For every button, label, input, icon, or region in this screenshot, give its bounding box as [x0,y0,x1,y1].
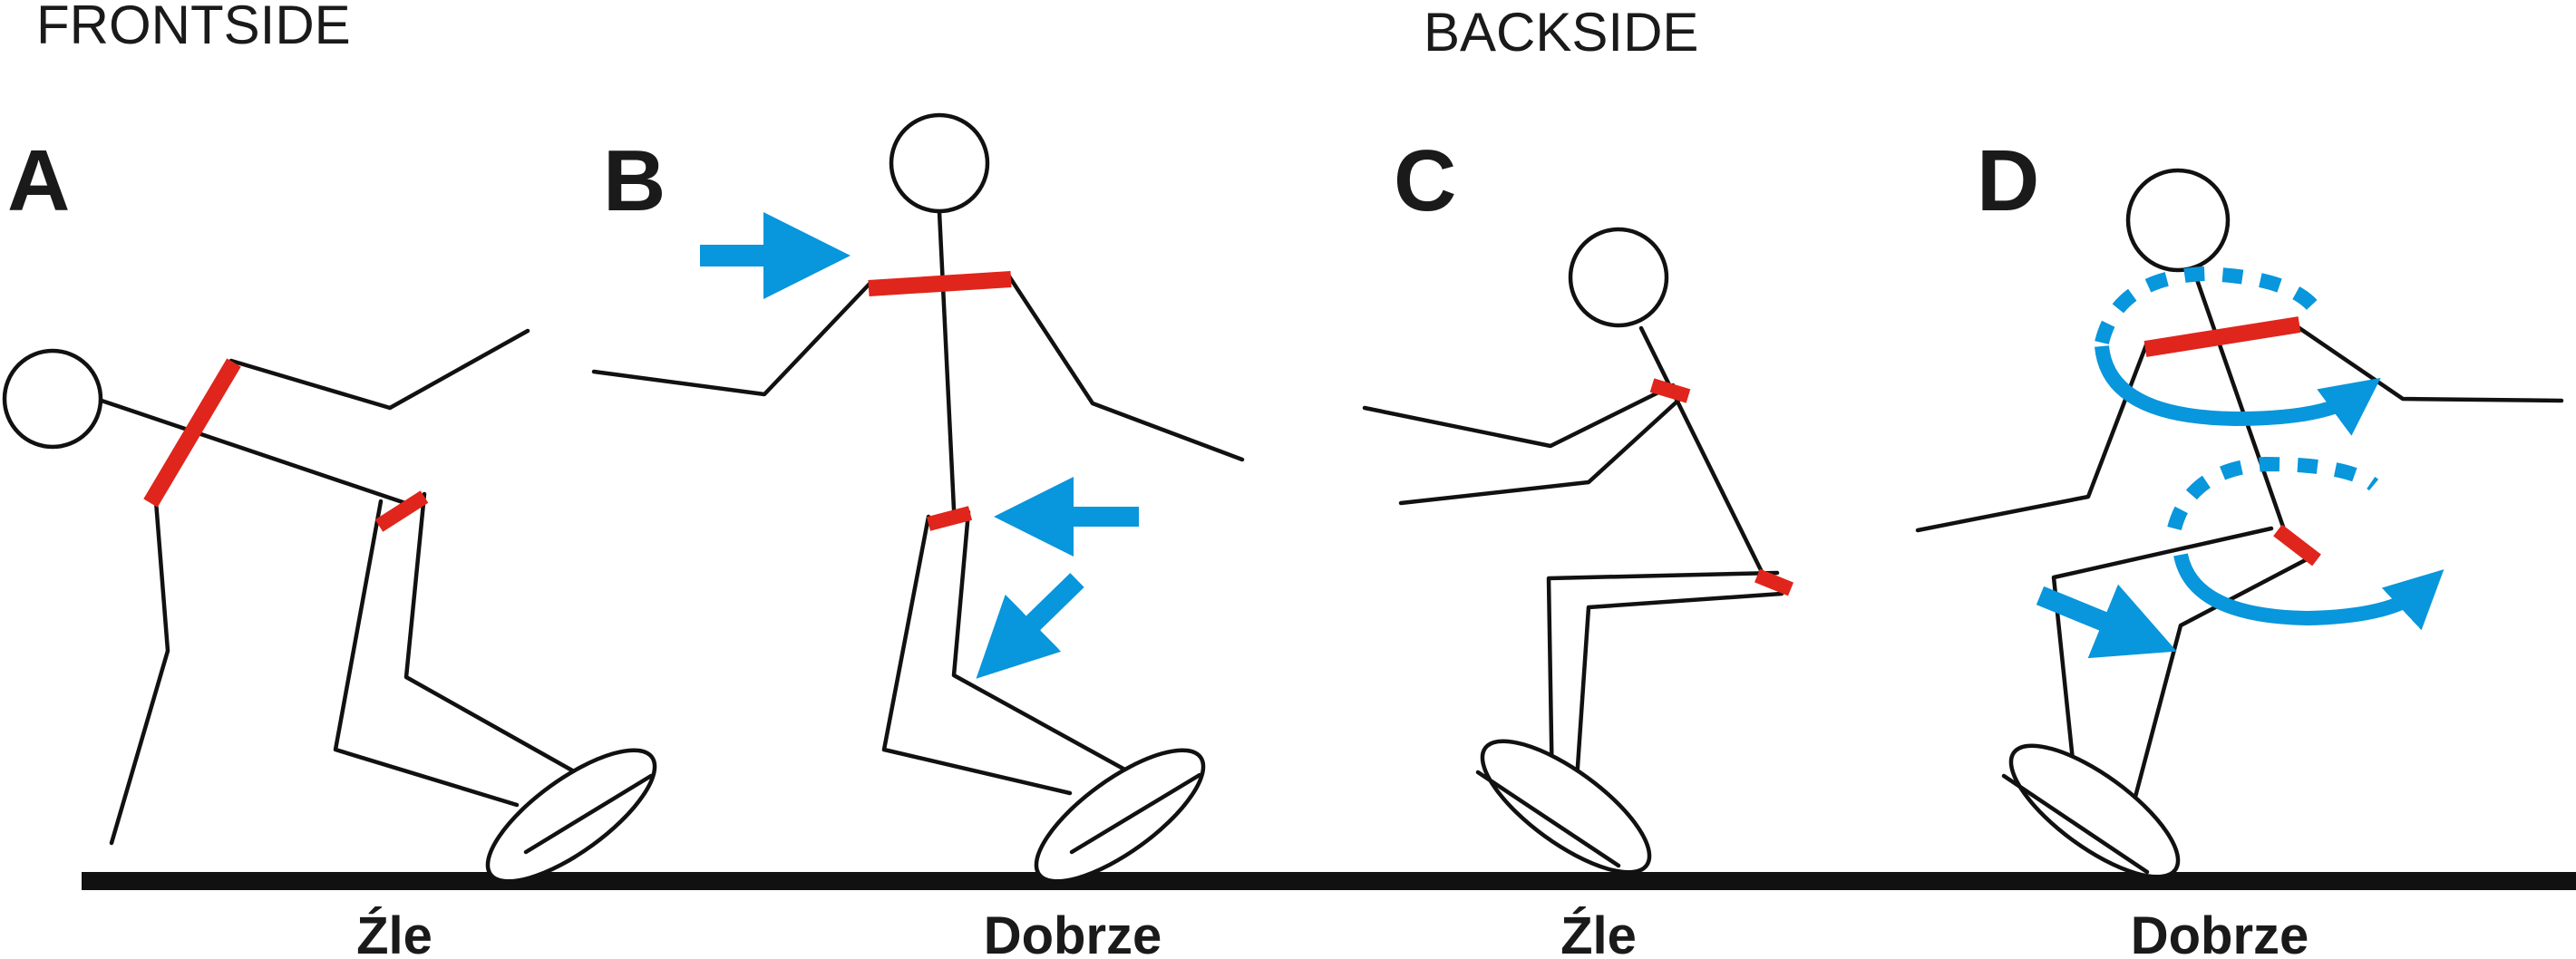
stick-figure-b [591,112,1245,884]
figure-arm-back [1398,394,1685,506]
rotation-arrow-shoulders [2095,344,2381,436]
figure-leg-front [403,491,583,778]
stick-figure-d [1915,168,2564,879]
figure-arm-left [591,280,873,397]
binding-strap [2001,773,2150,875]
panel-a: A Źle [2,132,657,959]
verdict-c: Źle [1560,906,1637,959]
panel-c: C Źle [1362,132,1794,959]
panel-letter-c: C [1394,132,1456,229]
figure-torso [937,209,957,512]
panel-letter-d: D [1977,132,2039,229]
figure-head [1568,227,1669,328]
rotation-arrow-hips [2173,553,2445,631]
hip-marker [926,506,973,531]
panel-letter-b: B [603,132,666,229]
figure-leg-back [2051,526,2274,780]
hip-marker [374,490,429,532]
frontside-label: FRONTSIDE [36,0,351,55]
verdict-a: Źle [356,906,433,959]
panel-b: B Dobrze [591,112,1245,959]
shoulder-marker [2143,316,2301,357]
stick-figure-a [2,328,657,884]
figure-head [2,348,103,450]
figure-arm-back [109,499,170,846]
binding-strap [523,773,654,855]
binding-strap [1069,772,1202,855]
shoulder-marker [1649,378,1691,403]
figure-leg-front [2128,555,2313,817]
backside-label: BACKSIDE [1424,2,1698,63]
ground-line [82,872,2576,890]
figure-torso [2192,269,2288,535]
figure-arm-front [1362,383,1676,449]
figure-torso [1638,325,1766,578]
hip-marker [1754,568,1794,596]
figure-leg-back [333,499,520,808]
snowboard [2008,743,2181,879]
figure-arm-front [228,328,530,411]
figure-head [889,112,990,214]
panel-d: D Dobrze [1915,132,2564,959]
push-arrow-knee [2036,584,2177,659]
figure-leg-back [1573,591,1784,796]
shoulder-marker [143,358,241,508]
figure-arm-right [1006,274,1245,462]
binding-strap [1475,770,1621,868]
figure-leg-front [1546,570,1780,796]
figure-torso [99,398,408,506]
figure-leg-front [951,509,1132,775]
panel-letter-a: A [7,132,70,229]
rotation-arrow-hips-dashed [2167,456,2379,531]
push-arrow-knee [976,573,1084,679]
hip-marker [2273,524,2321,567]
shoulder-marker [868,271,1012,296]
figure-arm-right [2294,324,2564,403]
stick-figure-c [1362,227,1794,875]
verdict-b: Dobrze [984,906,1162,959]
verdict-d: Dobrze [2131,906,2309,959]
snowboard [1480,739,1652,875]
figure-leg-back [881,514,1073,796]
figure-head [2125,168,2231,273]
